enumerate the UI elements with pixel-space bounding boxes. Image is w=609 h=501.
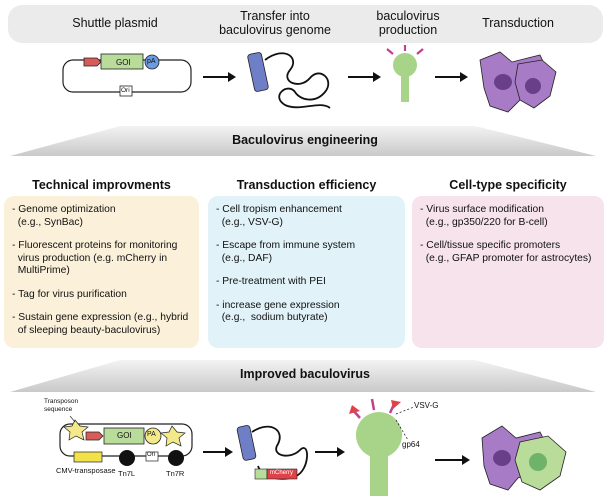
step-shuttle-plasmid: Shuttle plasmid [72,16,158,30]
celltype-box: - Virus surface modification (e.g., gp35… [412,196,604,348]
tn7r-dot [168,450,184,466]
star-left-icon [63,419,89,441]
technical-item: - Sustain gene expression (e.g., hybrid … [12,312,189,336]
step-transduction: Transduction [482,16,554,30]
tn7l-label: Tn7L [118,469,136,478]
transduction-item: - Escape from immune system (e.g., DAF) [216,240,356,264]
pa-circle [144,54,160,70]
transduced-cells-icon [479,51,557,113]
ori-box [145,451,159,462]
top-ori-label: Ori [121,87,130,94]
step-baculovirus-production: baculovirus production [376,9,440,37]
promoter-arrow-icon [85,431,104,441]
technical-item: - Tag for virus purification [12,288,127,300]
banner-engineering: Baculovirus engineering [232,133,378,147]
heading-technical: Technical improvments [32,178,171,192]
transduction-item: - Pre-treatment with PEI [216,276,326,287]
improved-baculovirus-icon [349,398,415,496]
pa-circle [144,427,162,445]
celltype-item: - Virus surface modification (e.g., gp35… [420,204,548,228]
banner-engineering-shape [10,126,596,156]
tn7l-dot [119,450,135,466]
bottom-genome-icon [236,425,308,480]
transduction-item: - increase gene expression (e.g., sodium… [216,299,340,324]
cmv-transposase-label: CMV-transposase [56,466,116,475]
baculovirus-genome-icon [247,52,331,109]
goi-box [103,427,145,445]
heading-transduction: Transduction efficiency [236,178,377,192]
ori-box [119,85,133,97]
top-goi-label: GOI [116,58,131,67]
cmv-transposase-box [73,451,103,463]
bottom-plasmid [59,415,193,466]
star-right-icon [160,425,186,447]
transposon-sequence-label: Transposon sequence [44,398,79,413]
technical-item: - Fluorescent proteins for monitoring vi… [12,240,178,276]
tn7r-label: Tn7R [166,469,185,478]
banner-improved: Improved baculovirus [240,367,370,381]
goi-box [100,53,144,70]
technical-item: - Genome optimization (e.g., SynBac) [12,204,116,228]
top-shuttle-plasmid [62,53,192,97]
top-pa-label: pA [147,58,156,65]
mcherry-label: mCherry [270,470,294,476]
celltype-item: - Cell/tissue specific promoters (e.g., … [420,240,592,264]
gp64-label: gp64 [402,440,420,449]
bottom-goi-label: GOI [117,431,132,440]
vsvg-label: VSV-G [414,401,439,410]
baculovirus-particle-icon [386,45,424,102]
heading-celltype: Cell-type specificity [449,178,567,192]
banner-improved-shape [10,360,596,392]
transduction-box: - Cell tropism enhancement (e.g., VSV-G)… [208,196,405,348]
transduction-item: - Cell tropism enhancement (e.g., VSV-G) [216,204,342,228]
step-transfer-genome: Transfer into baculovirus genome [219,9,331,37]
bottom-ori-label: Ori [147,452,155,458]
bottom-pa-label: PA [147,431,156,438]
mcherry-box [266,468,298,480]
technical-box: - Genome optimization (e.g., SynBac) - F… [4,196,199,348]
top-step-band [8,5,603,43]
promoter-arrow-icon [83,57,102,67]
bottom-cells-icon [481,425,567,491]
